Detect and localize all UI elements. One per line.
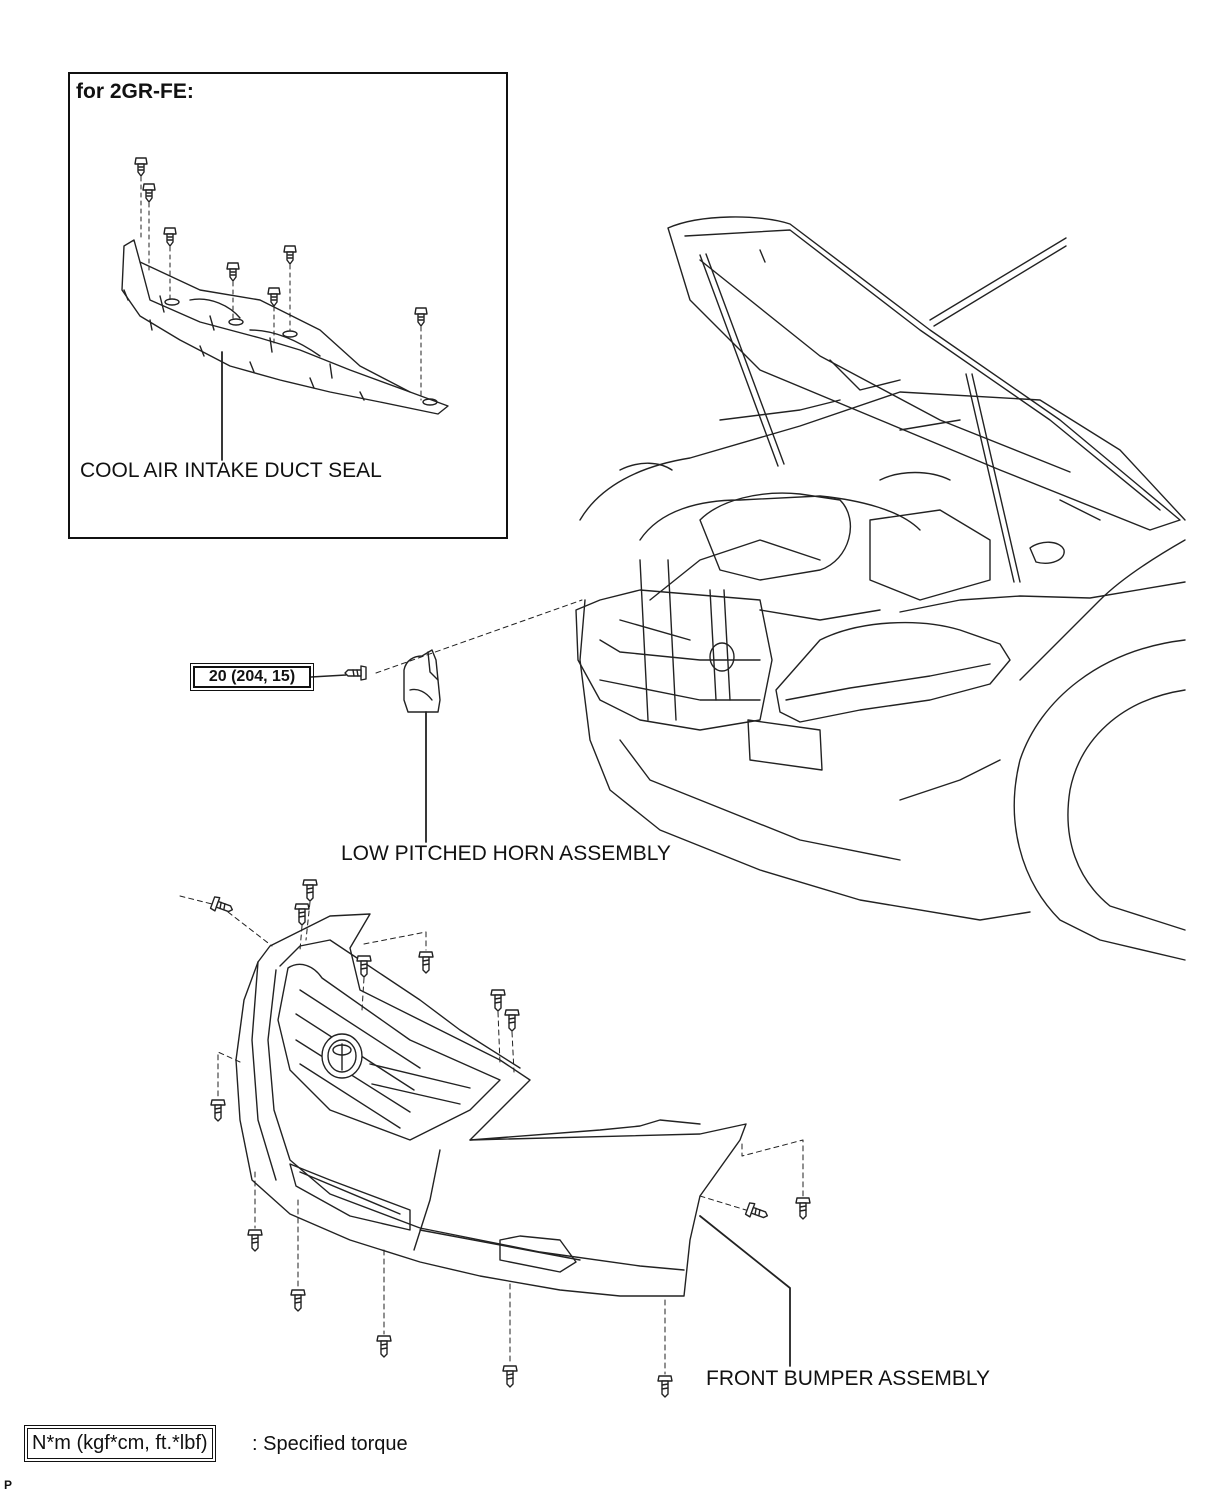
cool-air-intake-duct-seal-label: COOL AIR INTAKE DUCT SEAL [80,459,382,482]
horn-bolt-torque-spec: 20 (204, 15) [190,663,314,691]
low-pitched-horn-assembly-label: LOW PITCHED HORN ASSEMBLY [341,842,671,865]
page-code: P [4,1478,13,1492]
inset-frame [68,72,508,539]
torque-unit-legend-box: N*m (kgf*cm, ft.*lbf) [24,1425,216,1462]
horn-bolt [344,665,367,681]
front-bumper-drawing [235,913,747,1297]
bumper-leader [699,1215,791,1367]
inset-dashed-guides [140,176,422,401]
cool-air-intake-duct-seal-drawing [121,239,449,415]
inset-title: for 2GR-FE: [76,80,194,103]
front-bumper-assembly-label: FRONT BUMPER ASSEMBLY [706,1367,990,1390]
bumper-dashed-guides [179,895,804,1375]
torque-leader [310,674,347,678]
torque-legend-description: : Specified torque [252,1433,408,1455]
car-body-drawing [575,216,1186,961]
horn-mount-guide [375,599,583,674]
low-pitched-horn-drawing [403,649,441,713]
